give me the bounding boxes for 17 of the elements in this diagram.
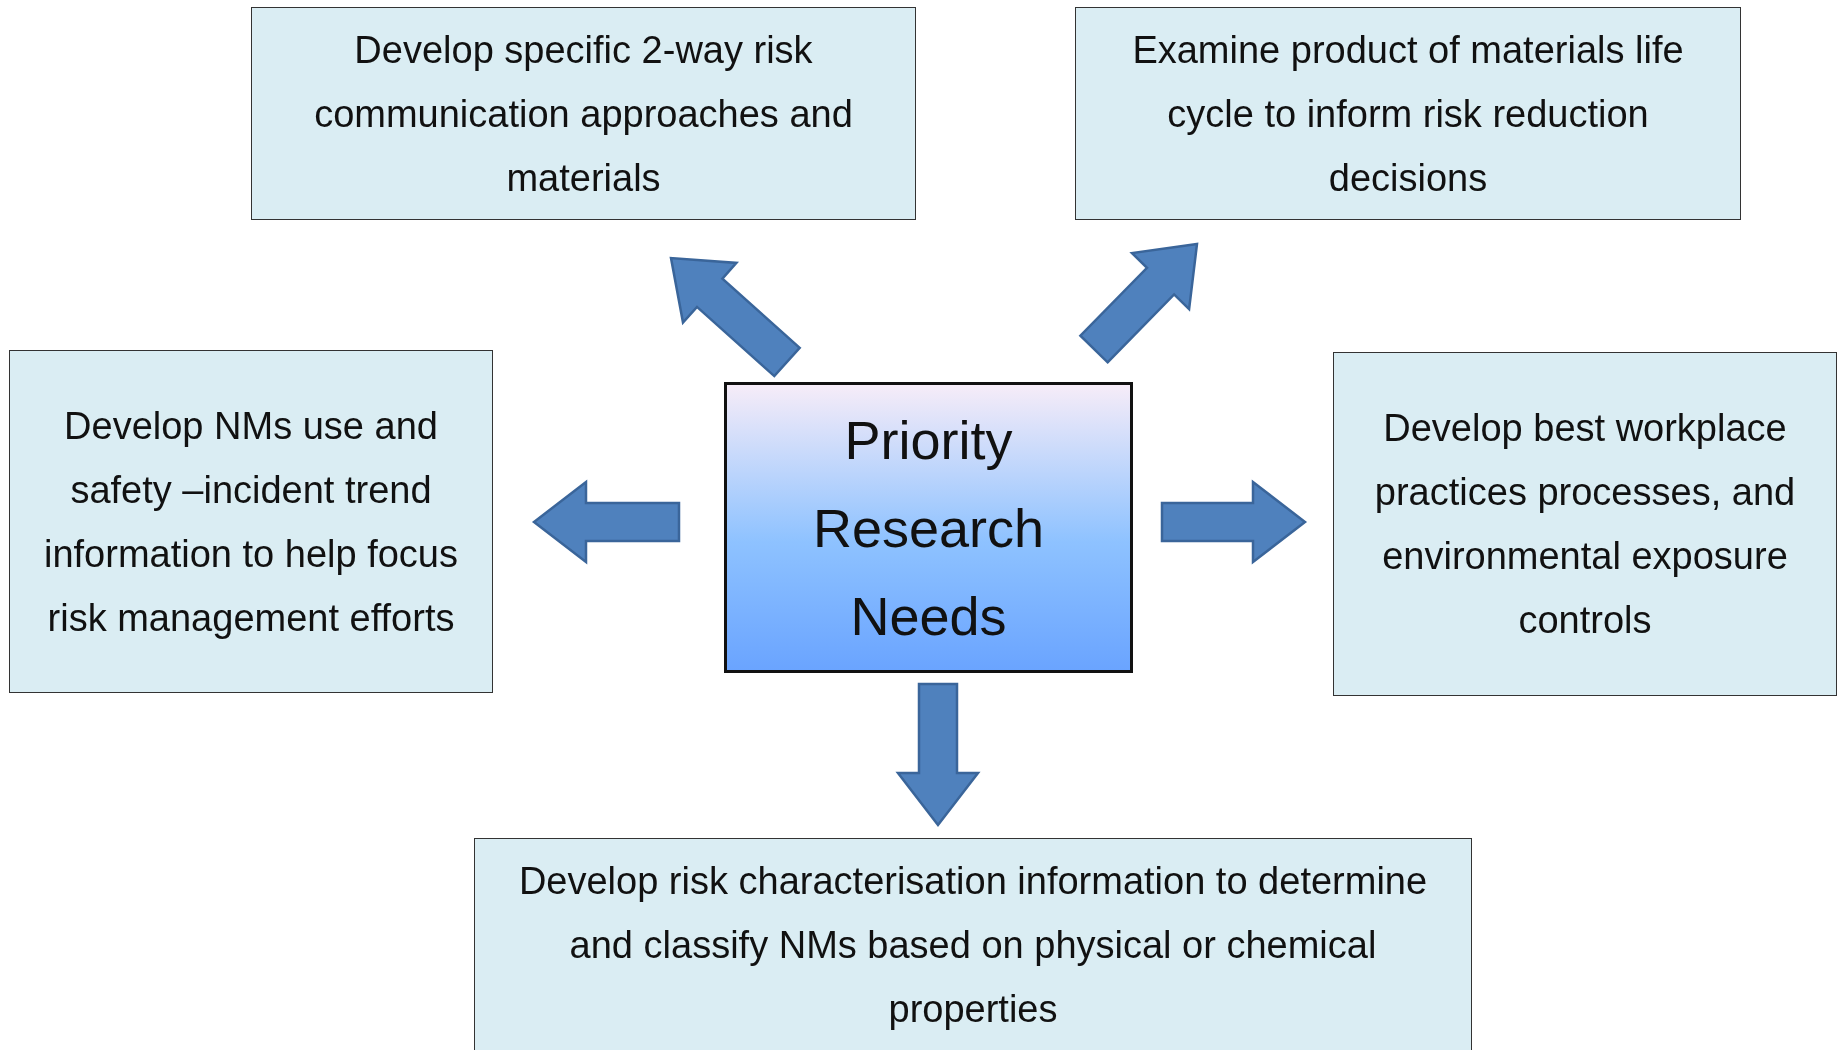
box-text: Examine product of materials life cycle to inform risk reduction decisions — [1131, 27, 1685, 201]
process-box — [9, 350, 493, 693]
block-arrow — [1078, 242, 1199, 365]
process-box — [251, 7, 916, 220]
box-text: Priority Research Needs — [811, 408, 1046, 648]
process-box — [474, 838, 1472, 1050]
box-text: Develop specific 2-way risk communication approaches and materials — [313, 27, 854, 201]
block-arrow — [531, 479, 681, 565]
block-arrow — [669, 256, 802, 378]
process-box — [1075, 7, 1741, 220]
box-text: Develop risk characterisation information to determine and classify NMs based on physical or chemical properties — [517, 858, 1429, 1032]
block-arrow — [895, 682, 981, 828]
process-box — [1333, 352, 1837, 696]
box-text: Develop NMs use and safety –incident trend information to help focus risk management efforts — [43, 403, 459, 641]
block-arrow — [1160, 479, 1308, 565]
central-box — [724, 382, 1133, 673]
box-text: Develop best workplace practices processes, and environmental exposure controls — [1373, 406, 1797, 643]
